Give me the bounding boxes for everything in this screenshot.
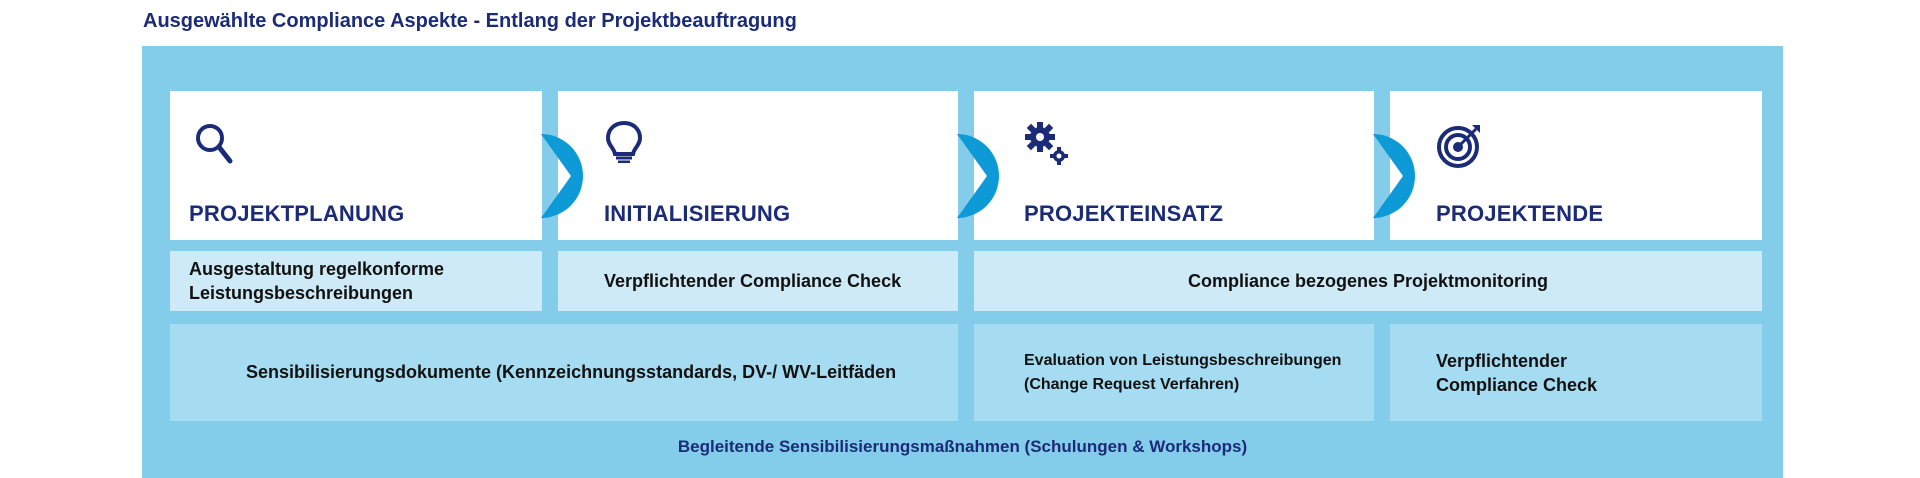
- sensibilisierung-aspect: Sensibilisierungsdokumente (Kennzeichnun…: [170, 324, 958, 421]
- check-aspect: Verpflichtender Compliance Check: [1390, 324, 1762, 421]
- phase-label: PROJEKTEINSATZ: [1024, 201, 1224, 226]
- phase-projektplanung: PROJEKTPLANUNG: [170, 91, 542, 240]
- init-aspect: Verpflichtender Compliance Check: [558, 251, 958, 311]
- phase-initialisierung: INITIALISIERUNG: [558, 91, 958, 240]
- page-title: Ausgewählte Compliance Aspekte - Entlang…: [143, 10, 797, 32]
- process-panel: PROJEKTPLANUNG INITIALISIERUNG: [142, 46, 1783, 478]
- chevron-connector: [541, 134, 583, 218]
- magnifier-icon: [196, 124, 233, 164]
- phase-projekteinsatz: PROJEKTEINSATZ: [974, 91, 1374, 240]
- target-icon: [1437, 125, 1480, 168]
- phase-label: PROJEKTENDE: [1436, 201, 1604, 226]
- phase-projektende: PROJEKTENDE: [1390, 91, 1762, 240]
- chevron-connector: [1373, 134, 1415, 218]
- planung-aspect: Ausgestaltung regelkonforme Leistungsbes…: [170, 251, 542, 311]
- monitoring-aspect: Compliance bezogenes Projektmonitoring: [974, 251, 1762, 311]
- phase-label: INITIALISIERUNG: [604, 201, 791, 226]
- lightbulb-icon: [605, 120, 643, 163]
- chevron-connector: [957, 134, 999, 218]
- evaluation-aspect: Evaluation von Leistungsbeschreibungen (…: [974, 324, 1374, 421]
- phase-label: PROJEKTPLANUNG: [189, 201, 405, 226]
- gears-icon: [1025, 122, 1068, 165]
- footer-text: Begleitende Sensibilisierungsmaßnahmen (…: [677, 437, 1248, 456]
